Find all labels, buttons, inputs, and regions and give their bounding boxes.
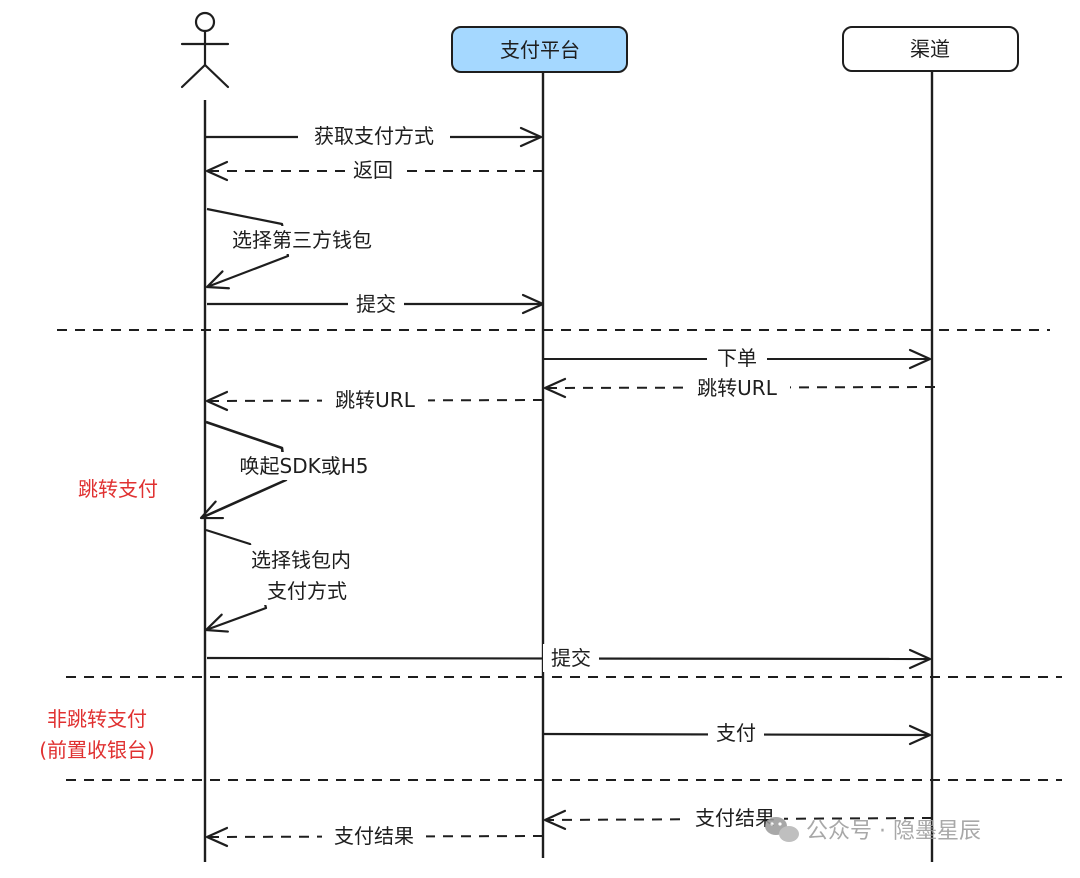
- participant-channel-label: 渠道: [910, 37, 950, 61]
- section-label-non-redirect-line2: (前置收银台): [39, 738, 155, 762]
- msg-select-wallet: 选择第三方钱包: [232, 228, 372, 252]
- msg-select-in-wallet-line2: 支付方式: [267, 579, 347, 603]
- msg-pay-result-platform: 支付结果: [334, 824, 414, 848]
- msg-redirect-url-platform: 跳转URL: [335, 388, 416, 412]
- participant-platform-label: 支付平台: [500, 38, 580, 62]
- msg-get-methods: 获取支付方式: [314, 124, 434, 148]
- participant-channel: 渠道: [842, 26, 1019, 72]
- actor-figure: [180, 11, 230, 89]
- participant-platform: 支付平台: [451, 26, 628, 73]
- section-label-non-redirect-line1: 非跳转支付: [47, 707, 147, 731]
- arrow-redirect-url-channel: [543, 377, 936, 399]
- msg-invoke-sdk: 唤起SDK或H5: [240, 454, 369, 478]
- section-label-redirect: 跳转支付: [78, 477, 158, 501]
- msg-submit-2: 提交: [551, 646, 591, 670]
- msg-submit-1: 提交: [356, 292, 396, 316]
- msg-pay-result-channel: 支付结果: [695, 806, 775, 830]
- msg-redirect-url-channel: 跳转URL: [697, 376, 778, 400]
- msg-place-order: 下单: [717, 346, 757, 370]
- wechat-icon: [765, 817, 799, 842]
- msg-pay: 支付: [716, 721, 756, 745]
- watermark-text: 公众号 · 隐墨星辰: [806, 819, 981, 844]
- watermark: 公众号 · 隐墨星辰: [765, 817, 981, 844]
- msg-select-in-wallet-line1: 选择钱包内: [251, 548, 351, 572]
- msg-return: 返回: [353, 158, 393, 182]
